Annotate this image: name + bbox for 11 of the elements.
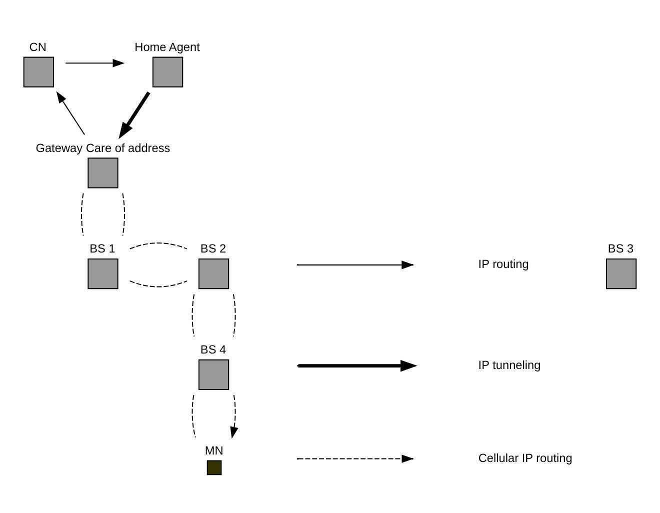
node-label: Home Agent <box>134 39 200 54</box>
legend-label: IP tunneling <box>478 357 541 372</box>
node-label: CN <box>29 39 46 54</box>
node-label: Gateway Care of address <box>36 140 170 154</box>
node-label: MN <box>204 442 224 457</box>
legend-label: Cellular IP routing <box>478 450 572 464</box>
legend-label: IP routing <box>478 256 529 270</box>
node-label: BS 4 <box>200 342 226 356</box>
node-label: BS 1 <box>90 241 116 256</box>
node-label: BS 2 <box>200 241 226 256</box>
node-label: BS 3 <box>608 241 634 256</box>
